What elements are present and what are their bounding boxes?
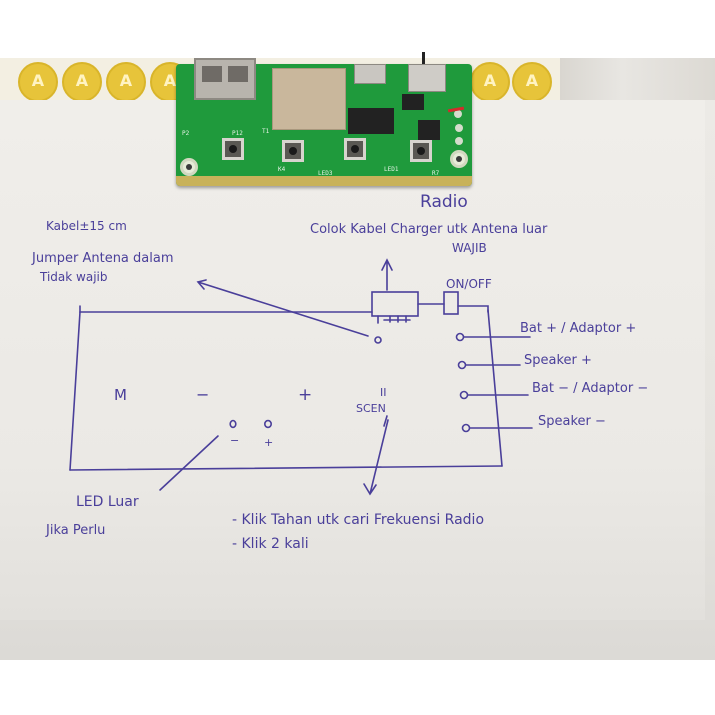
up-arrow-icon [381,258,393,291]
led-note: LED Luar [76,494,139,510]
terminal-label-bat-minus: Bat − / Adaptor − [532,381,648,396]
board-outline-left [69,311,81,471]
board-outline-right [487,309,503,467]
switch-symbol [443,291,459,315]
jumper-pad [374,336,382,344]
tact-button-icon [410,140,432,162]
solder-pad-icon [455,137,463,145]
jumper-optional-note: Tidak wajib [39,270,107,284]
terminal-dot [457,360,467,370]
micro-usb-port-icon [354,64,386,84]
backdrop [560,58,715,108]
scan-note-hold: - Klik Tahan utk cari Frekuensi Radio [232,512,484,528]
pcb-label: R7 [432,170,440,177]
jumper-note: Jumper Antena dalam [31,251,174,266]
led-pin-dot [229,419,237,429]
switch-label: ON/OFF [446,277,492,291]
scan-note-double: - Klik 2 kali [232,536,309,552]
ic-chip-icon [348,108,394,134]
terminal-dot [455,332,465,342]
mounting-hole-icon [450,150,468,168]
tact-button-icon [282,140,304,162]
pcb-label: P2 [182,130,190,137]
antenna-note-required: WAJIB [452,241,487,255]
sticker-icon [106,62,146,102]
led-minus-label: − [230,434,239,447]
pcb-label: T1 [262,128,270,135]
pcb-label: P12 [232,130,243,137]
paper-sheet [0,100,705,620]
terminal-label-speaker-plus: Speaker + [524,353,592,368]
pcb-edge [176,176,472,186]
mounting-hole-icon [180,158,198,176]
button-m-label: M [114,386,127,404]
led-arrow [159,435,219,491]
button-scan-label: SCEN [356,402,386,415]
led-note-optional: Jika Perlu [45,523,105,538]
tact-button-icon [344,138,366,160]
ic-chip-icon [418,120,440,140]
slide-switch-icon [408,64,446,92]
solder-pad-icon [454,110,462,118]
terminal-dot [461,423,471,433]
scen-down-arrow-icon [363,419,389,496]
button-pause-label: II [380,386,387,399]
button-minus-label: − [196,385,209,404]
sticker-icon [18,62,58,102]
button-plus-label: + [298,385,312,405]
pcb-label: LED1 [384,166,399,173]
connector-pins [377,315,411,324]
cable-length-note: Kabel±15 cm [46,219,127,233]
tact-button-icon [222,138,244,160]
pcb-label: K4 [278,166,286,173]
switch-lever-icon [422,52,425,64]
led-plus-label: + [264,436,273,449]
terminal-label-bat-plus: Bat + / Adaptor + [520,321,636,336]
led-pin-dot [263,419,272,429]
sticker-icon [512,62,552,102]
terminal-dot [459,390,469,400]
jumper-arrow-icon [196,279,369,337]
pcb-label: LED3 [318,170,333,177]
sticker-icon [470,62,510,102]
antenna-note: Colok Kabel Charger utk Antena luar [310,222,548,237]
diagram-title: Radio [420,192,468,212]
usb-port-icon [194,58,256,100]
scen-up-arrow-icon [383,415,388,427]
usb-connector-symbol [371,291,419,317]
sd-card-slot-icon [272,68,346,130]
board-outline-bottom [69,465,503,471]
bottom-margin [0,660,715,715]
ic-chip-icon [402,94,424,110]
solder-pad-icon [455,124,463,132]
terminal-label-speaker-minus: Speaker − [538,414,606,429]
